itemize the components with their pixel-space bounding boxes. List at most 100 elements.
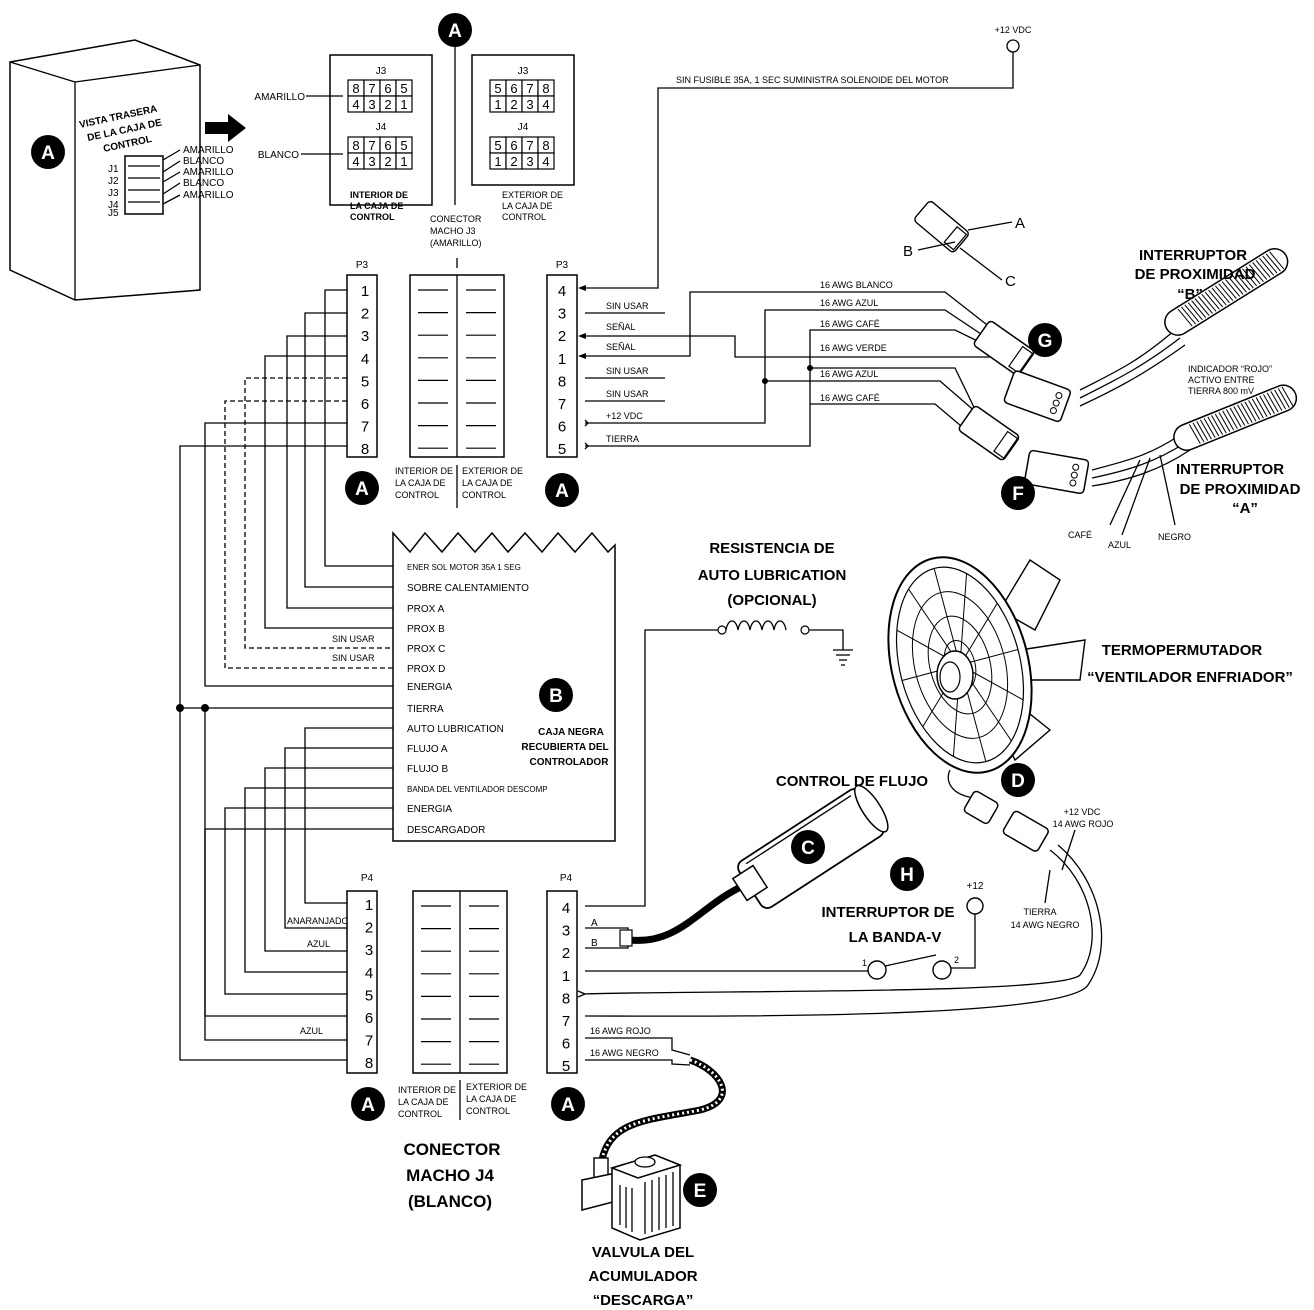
controller-terminal: ENERGIA: [407, 682, 452, 693]
callout-a: A: [448, 21, 462, 42]
callout-f: F: [1012, 484, 1024, 505]
socket-pin: 5: [494, 81, 501, 96]
controller-terminal: BANDA DEL VENTILADOR DESCOMP: [407, 785, 548, 794]
j4-male-caption: CONECTOR: [404, 1140, 501, 1159]
j3-label: J3: [518, 66, 529, 77]
j3-male-caption: CONECTOR: [430, 214, 482, 224]
j3-male-caption: MACHO J3: [430, 226, 476, 236]
flow-control: CONTROL DE FLUJO C A B: [585, 773, 928, 949]
pin-number: 5: [365, 987, 373, 1004]
controller-terminal: PROX A: [407, 604, 445, 615]
p3-outside-caption: LA CAJA DE: [462, 478, 513, 488]
socket-pin: 8: [352, 138, 359, 153]
socket-pin: 7: [368, 81, 375, 96]
control-box-rear-view: VISTA TRASERA DE LA CAJA DE CONTROL J1 J…: [9, 39, 234, 301]
pin-number: 4: [361, 351, 369, 368]
outside-caption: EXTERIOR DE: [502, 190, 563, 200]
arrow-icon: [205, 114, 246, 142]
socket-pin: 1: [400, 97, 407, 112]
socket-pin: 6: [384, 81, 391, 96]
socket-pin: 4: [542, 97, 549, 112]
pin-number: 4: [562, 900, 570, 917]
socket-pin: 2: [510, 154, 517, 169]
callout-a: A: [41, 143, 55, 164]
p4-outside-caption: LA CAJA DE: [466, 1094, 517, 1104]
socket-pin: 3: [526, 97, 533, 112]
pin-number: 7: [361, 419, 369, 436]
pin-number: 6: [562, 1036, 570, 1053]
valve-wire: 16 AWG ROJO: [590, 1026, 651, 1036]
controller-title: CONTROLADOR: [530, 757, 610, 768]
outside-caption: CONTROL: [502, 212, 546, 222]
callout-g: G: [1038, 331, 1053, 352]
pin-number: 8: [365, 1055, 373, 1072]
prox-connectors: G F: [958, 320, 1191, 510]
socket-pin: 4: [542, 154, 549, 169]
controller-terminal: SOBRE CALENTAMIENTO: [407, 583, 529, 594]
controller-title: CAJA NEGRA: [538, 727, 604, 738]
jack-label: J2: [108, 176, 119, 187]
prox-a-indicator: TIERRA 800 mV: [1188, 386, 1254, 396]
prox-switch-b: INTERRUPTOR DE PROXIMIDAD “B”: [1135, 247, 1289, 336]
socket-pin: 4: [352, 154, 359, 169]
controller-terminal: FLUJO A: [407, 744, 448, 755]
valve-title: ACUMULADOR: [588, 1268, 697, 1285]
pin-number: 2: [361, 306, 369, 323]
socket-pin: 1: [494, 97, 501, 112]
prox-wire: 16 AWG BLANCO: [820, 280, 893, 290]
prox-a-lead: NEGRO: [1158, 532, 1191, 542]
controller-terminal: PROX D: [407, 664, 445, 675]
p4-outside-caption: EXTERIOR DE: [466, 1082, 527, 1092]
prox-b-title: INTERRUPTOR: [1139, 247, 1247, 264]
pin-number: 1: [558, 351, 566, 368]
socket-pin: 3: [368, 154, 375, 169]
prox-wire: 16 AWG CAFÉ: [820, 393, 880, 403]
socket-pin: 2: [384, 97, 391, 112]
pin-number: 6: [558, 419, 566, 436]
j4-wire-label: BLANCO: [258, 150, 299, 161]
p4-wire-label: AZUL: [307, 939, 330, 949]
pin-number: 1: [361, 283, 369, 300]
unused-label: SIN USAR: [332, 634, 375, 644]
j3-label: J3: [376, 66, 387, 77]
outside-caption: LA CAJA DE: [502, 201, 553, 211]
vbelt-title: LA BANDA-V: [849, 929, 942, 946]
supply-wire-note: SIN FUSIBLE 35A, 1 SEC SUMINISTRA SOLENO…: [676, 75, 949, 85]
fan-ground: TIERRA: [1023, 907, 1056, 917]
p4-left-label: P4: [361, 873, 374, 884]
controller-terminal: FLUJO B: [407, 764, 448, 775]
p3-inside-caption: CONTROL: [395, 490, 439, 500]
callout-d: D: [1011, 771, 1025, 792]
socket-pin: 8: [352, 81, 359, 96]
valve-title: VALVULA DEL: [592, 1244, 694, 1261]
p4-wire-label: AZUL: [300, 1026, 323, 1036]
p3-inside-caption: INTERIOR DE: [395, 466, 453, 476]
pin-number: 7: [562, 1013, 570, 1030]
pin-number: 8: [558, 373, 566, 390]
pin-number: 5: [558, 441, 566, 458]
p4-outside-caption: CONTROL: [466, 1106, 510, 1116]
inside-caption: LA CAJA DE: [350, 201, 403, 211]
prox-wire: 16 AWG AZUL: [820, 298, 878, 308]
signal-label: SIN USAR: [606, 389, 649, 399]
socket-pin: 4: [352, 97, 359, 112]
vbelt-terminal: 2: [954, 955, 959, 965]
pin-number: 8: [562, 990, 570, 1007]
flow-pin: B: [591, 938, 598, 949]
pin-number: 8: [361, 441, 369, 458]
prox-a-indicator: INDICADOR “ROJO”: [1188, 364, 1272, 374]
fan-power: +12 VDC: [1064, 807, 1101, 817]
lube-resistor: RESISTENCIA DE AUTO LUBRICATION (OPCIONA…: [585, 540, 853, 907]
socket-pin: 8: [542, 138, 549, 153]
p3-outside-caption: CONTROL: [462, 490, 506, 500]
fan-ground: 14 AWG NEGRO: [1011, 920, 1080, 930]
plug-pin-legend: A B C: [903, 200, 1025, 290]
controller-terminal: PROX C: [407, 644, 445, 655]
pin-number: 3: [365, 942, 373, 959]
jack-wire-color: BLANCO: [183, 156, 224, 167]
prox-wire-labels: 16 AWG BLANCO 16 AWG AZUL 16 AWG CAFÉ 16…: [820, 280, 893, 403]
